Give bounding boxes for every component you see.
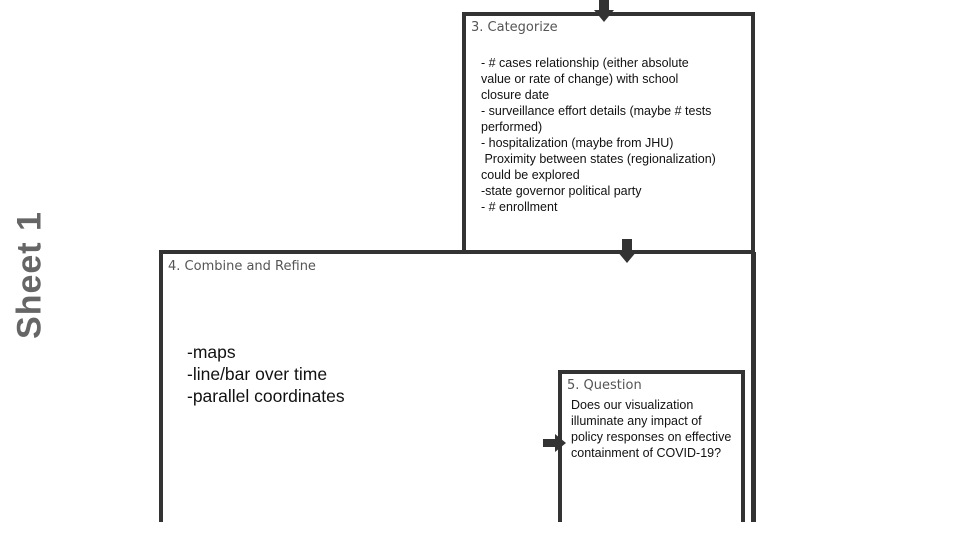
combine-line: -parallel coordinates — [187, 386, 345, 406]
categorize-line: - # cases relationship (either absolute — [481, 56, 689, 70]
categorize-line: closure date — [481, 88, 550, 102]
categorize-line: - # enrollment — [481, 200, 558, 214]
categorize-title: 3. Categorize — [471, 20, 558, 35]
categorize-line: value or rate of change) with school — [481, 72, 679, 86]
categorize-line: - surveillance effort details (maybe # t… — [481, 104, 712, 118]
combine-line: -line/bar over time — [187, 364, 328, 384]
categorize-line: - hospitalization (maybe from JHU) — [481, 136, 674, 150]
combine-line: -maps — [187, 342, 236, 362]
arrow-categorize-to-combine — [617, 239, 637, 263]
categorize-line: performed) — [481, 120, 543, 134]
categorize-body: - # cases relationship (either absolute … — [481, 55, 716, 215]
combine-title: 4. Combine and Refine — [168, 259, 316, 274]
arrow-into-question — [543, 434, 566, 452]
categorize-line: -state governor political party — [481, 184, 642, 198]
categorize-line: could be explored — [481, 168, 580, 182]
categorize-line: Proximity between states (regionalizatio… — [481, 152, 716, 166]
combine-body: -maps -line/bar over time -parallel coor… — [187, 341, 345, 407]
arrow-into-categorize — [594, 0, 614, 22]
question-text: Does our visualization illuminate any im… — [571, 398, 732, 460]
question-title: 5. Question — [567, 378, 642, 393]
